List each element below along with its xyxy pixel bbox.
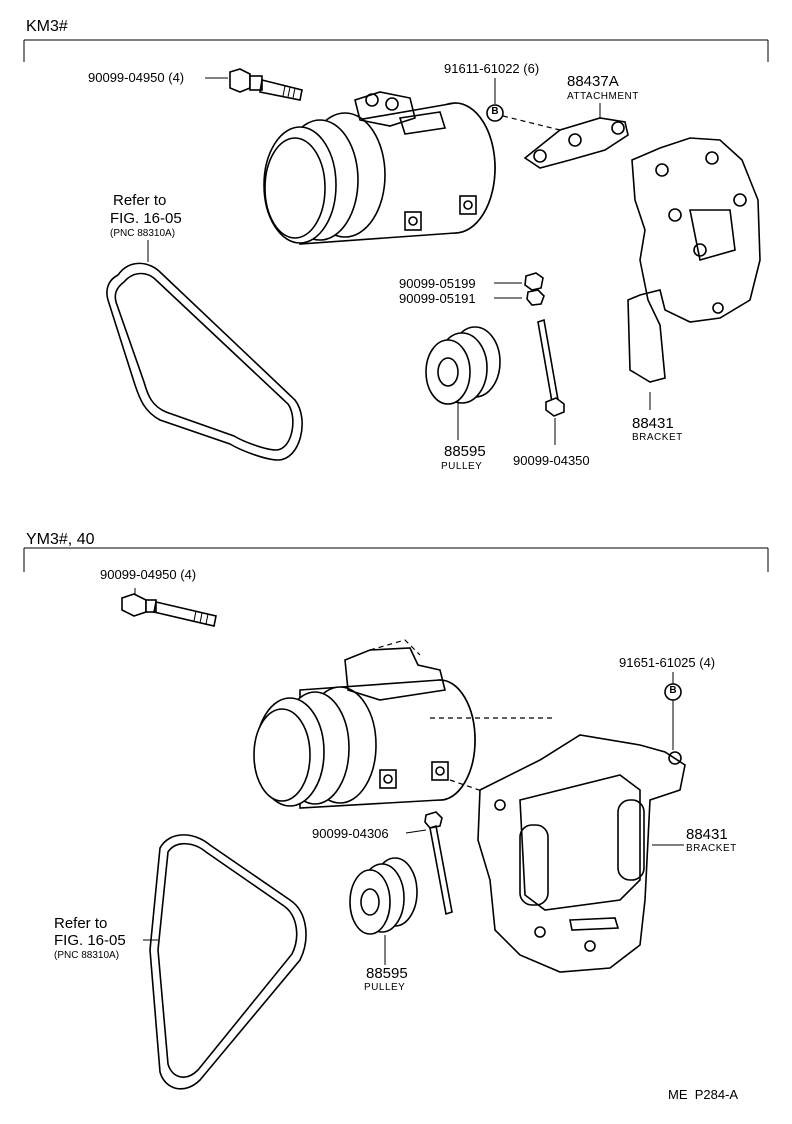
compressor-km3 xyxy=(263,91,496,245)
label-nut-1: 90099-05199 xyxy=(399,276,476,291)
attachment-88437a xyxy=(523,103,629,169)
bolt-top-km3 xyxy=(205,68,303,101)
label-bolt-top-ym3: 90099-04950 (4) xyxy=(100,567,197,582)
label-bolt-top-km3: 90099-04950 (4) xyxy=(88,70,185,85)
belt-ym3 xyxy=(143,834,307,1090)
section-frame-km3 xyxy=(23,39,769,62)
label-attachment-number: 88437A xyxy=(567,73,619,90)
bolt-long-km3 xyxy=(537,318,565,445)
pulley-88595-ym3 xyxy=(349,857,418,965)
bolt-top-ym3 xyxy=(121,588,217,627)
label-bolt-long-km3: 90099-04350 xyxy=(513,453,590,468)
page-reference: ME P284-A xyxy=(668,1087,739,1102)
belt-ref-line1-km3: Refer to xyxy=(113,192,167,209)
belt-ref-line2-km3: FIG. 16-05 xyxy=(110,210,182,227)
belt-ref-line1-ym3: Refer to xyxy=(54,915,108,932)
section-frame-ym3 xyxy=(23,547,769,572)
compressor-ym3 xyxy=(253,639,555,809)
section-title-ym3: YM3#, 40 xyxy=(26,531,95,548)
label-bracket-number-ym3: 88431 xyxy=(686,826,728,843)
belt-ref-line2-ym3: FIG. 16-05 xyxy=(54,932,126,949)
belt-ref-pnc-ym3: (PNC 88310A) xyxy=(54,950,120,961)
label-attachment-name: ATTACHMENT xyxy=(567,91,639,102)
callout-b-ym3 xyxy=(664,672,682,750)
section-title-km3: KM3# xyxy=(26,18,68,35)
label-bracket-number-km3: 88431 xyxy=(632,415,674,432)
nuts-km3 xyxy=(494,272,545,306)
pulley-88595-km3 xyxy=(425,326,501,440)
callout-b-km3 xyxy=(486,78,561,131)
label-pulley-number-km3: 88595 xyxy=(444,443,486,460)
label-nut-2: 90099-05191 xyxy=(399,291,476,306)
label-bolt-b-ym3: 91651-61025 (4) xyxy=(619,655,716,670)
label-pulley-name-km3: PULLEY xyxy=(441,461,483,472)
label-bracket-name-km3: BRACKET xyxy=(632,432,683,443)
callout-b-letter-km3: B xyxy=(491,106,499,117)
belt-km3 xyxy=(106,240,303,461)
callout-b-letter-ym3: B xyxy=(669,685,677,696)
bolt-stud-ym3 xyxy=(405,811,453,916)
bracket-88431-ym3 xyxy=(477,734,686,973)
belt-ref-pnc-km3: (PNC 88310A) xyxy=(110,228,176,239)
label-bracket-name-ym3: BRACKET xyxy=(686,843,737,854)
label-pulley-name-ym3: PULLEY xyxy=(364,982,406,993)
label-bolt-stud-ym3: 90099-04306 xyxy=(312,826,389,841)
bracket-88431-km3 xyxy=(627,137,761,410)
label-pulley-number-ym3: 88595 xyxy=(366,965,408,982)
label-bolt-b-km3: 91611-61022 (6) xyxy=(444,61,540,76)
